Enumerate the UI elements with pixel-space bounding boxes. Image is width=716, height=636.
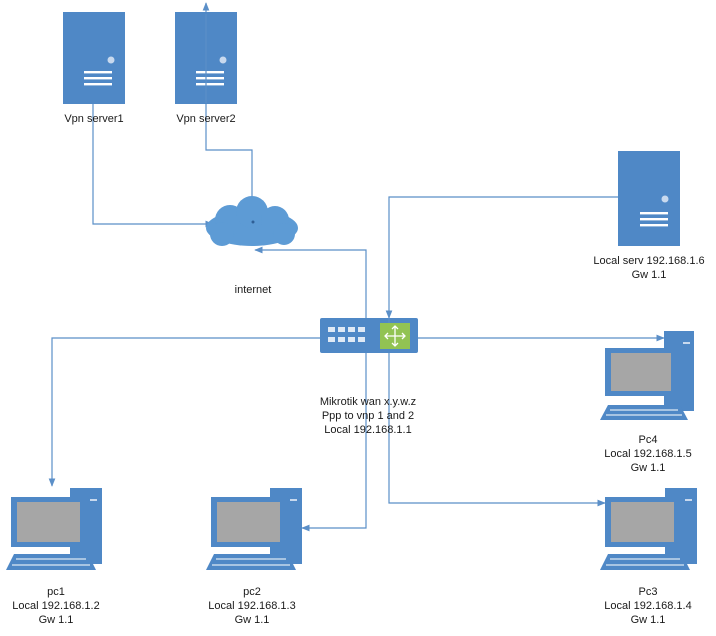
label-line: internet (234, 284, 272, 296)
label-line: Local 192.168.1.2 (12, 600, 100, 612)
label-line: Ppp to vnp 1 and 2 (321, 410, 415, 422)
local-serv-label: Local serv 192.168.1.6 Gw 1.1 (579, 254, 716, 282)
workstation-icon (600, 331, 694, 420)
label-line: Gw 1.1 (234, 614, 270, 626)
link-vpn2-internet (205, 103, 253, 205)
workstation-icon (6, 488, 102, 570)
server-icon (618, 151, 680, 246)
label-line: pc1 (47, 586, 65, 598)
label-line: Vpn server1 (64, 113, 124, 125)
workstation-icon (600, 488, 697, 570)
workstation-icon (206, 488, 302, 570)
vpn-server2-label: Vpn server2 (156, 112, 256, 126)
label-line: Mikrotik wan x.y.w.z (319, 396, 417, 408)
link-mikrotik-pc2 (301, 352, 367, 532)
label-line: Gw 1.1 (630, 462, 666, 474)
pc2-label: pc2 Local 192.168.1.3 Gw 1.1 (192, 585, 312, 627)
label-line: Pc4 (638, 434, 658, 446)
server-icon (63, 12, 125, 104)
link-mikrotik-pc1 (48, 337, 320, 487)
label-line: Pc3 (638, 586, 658, 598)
switch-router-icon (320, 318, 418, 353)
label-line: Vpn server2 (176, 113, 236, 125)
pc4-label: Pc4 Local 192.168.1.5 Gw 1.1 (588, 433, 708, 475)
vpn-server1-label: Vpn server1 (44, 112, 144, 126)
pc1-label: pc1 Local 192.168.1.2 Gw 1.1 (0, 585, 116, 627)
label-line: Local serv 192.168.1.6 (593, 255, 705, 267)
mikrotik-label: Mikrotik wan x.y.w.z Ppp to vnp 1 and 2 … (298, 395, 438, 437)
label-line: pc2 (243, 586, 261, 598)
link-vpn1-internet (92, 103, 214, 228)
link-localserv-mikrotik (385, 196, 618, 319)
label-line: Gw 1.1 (38, 614, 74, 626)
label-line: Local 192.168.1.1 (324, 424, 412, 436)
link-mikrotik-internet (254, 246, 367, 338)
label-line: Local 192.168.1.5 (604, 448, 692, 460)
label-line: Local 192.168.1.4 (604, 600, 692, 612)
pc3-label: Pc3 Local 192.168.1.4 Gw 1.1 (588, 585, 708, 627)
label-line: Gw 1.1 (631, 269, 667, 281)
internet-label: internet (203, 283, 303, 297)
cloud-icon (206, 196, 298, 246)
label-line: Local 192.168.1.3 (208, 600, 296, 612)
label-line: Gw 1.1 (630, 614, 666, 626)
link-mikrotik-pc3 (388, 352, 606, 507)
